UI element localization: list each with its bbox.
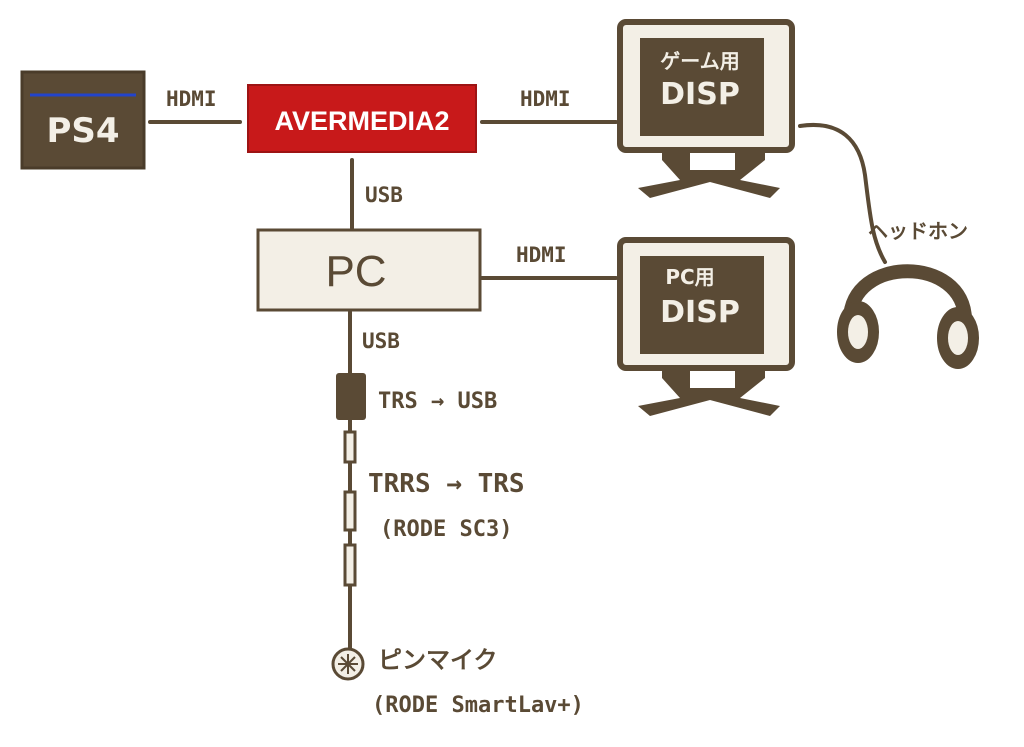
pc-display-label-line1: PC用 xyxy=(665,265,714,289)
label-avermedia-display-hdmi: HDMI xyxy=(520,87,571,111)
pc-display: PC用 DISP xyxy=(617,237,795,416)
label-trrs-trs: TRRS → TRS xyxy=(368,469,525,499)
pin-mic-label: ピンマイク xyxy=(378,646,498,674)
headphones-label: ヘッドホン xyxy=(868,219,968,243)
avermedia-label: AVERMEDIA2 xyxy=(274,106,449,136)
sc3-plug-3 xyxy=(343,543,357,587)
label-pc-display-hdmi: HDMI xyxy=(516,243,567,267)
label-trrs-trs-model: (RODE SC3) xyxy=(380,517,512,542)
sc3-plug-1 xyxy=(343,430,357,464)
game-display: ゲーム用 DISP xyxy=(617,19,795,198)
pc-label: PC xyxy=(325,247,386,296)
cable-headphones xyxy=(798,123,887,264)
label-pc-adapter-usb: USB xyxy=(362,329,400,353)
game-display-label-line2: DISP xyxy=(660,77,740,112)
pin-mic-icon xyxy=(331,647,365,681)
sc3-plug-2 xyxy=(343,490,357,532)
label-ps4-avermedia-hdmi: HDMI xyxy=(166,87,217,111)
headphones-icon xyxy=(837,264,979,369)
pin-mic-model-label: (RODE SmartLav+) xyxy=(372,693,584,718)
pc-box: PC xyxy=(256,228,482,312)
ps4-label: PS4 xyxy=(46,111,119,151)
ps4-console: PS4 xyxy=(20,70,146,170)
label-avermedia-pc-usb: USB xyxy=(365,183,403,207)
game-display-label-line1: ゲーム用 xyxy=(660,49,739,73)
avermedia-capture-box: AVERMEDIA2 xyxy=(247,84,477,153)
label-trs-usb: TRS → USB xyxy=(378,389,497,414)
pc-display-label-line2: DISP xyxy=(660,295,740,330)
trs-usb-adapter xyxy=(336,373,366,420)
